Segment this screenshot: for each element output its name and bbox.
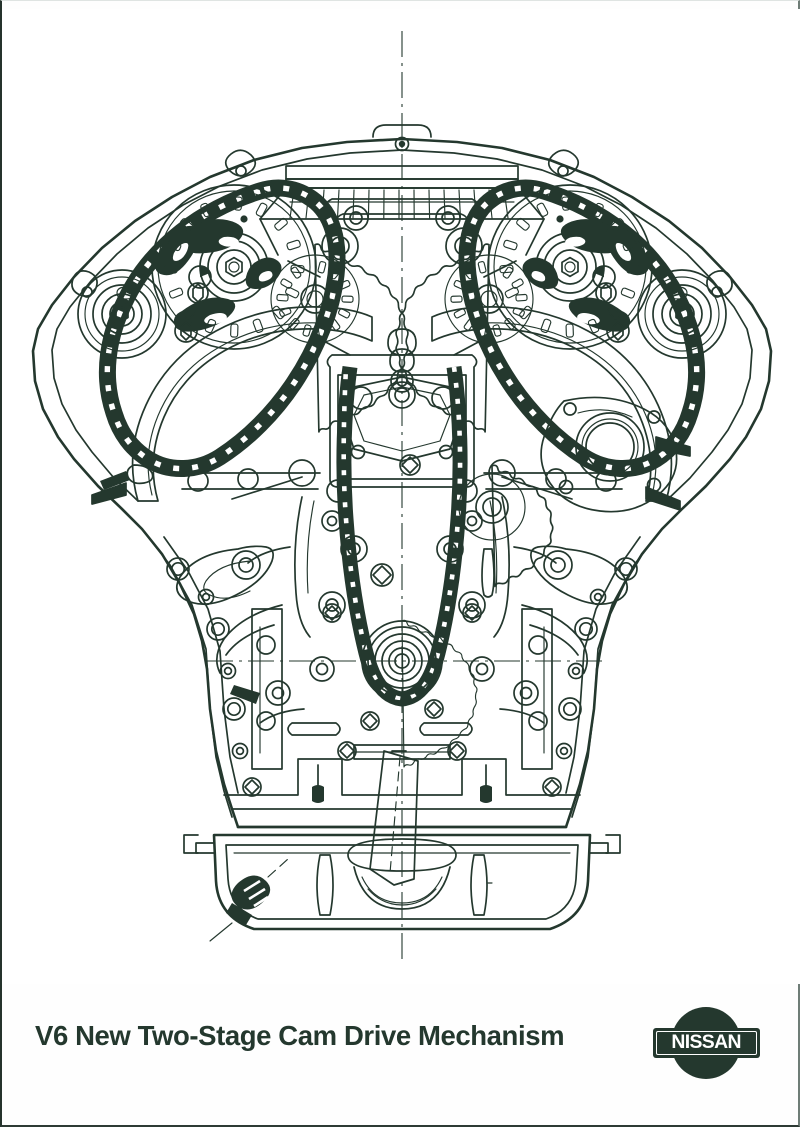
right-secondary-cam-sprocket xyxy=(395,243,534,433)
primary-timing-chain-right xyxy=(458,179,706,478)
oil-drain-plug xyxy=(209,858,289,942)
right-idler-sprocket xyxy=(637,269,727,359)
primary-timing-chain-left xyxy=(98,179,346,478)
water-pump-housing xyxy=(91,396,691,513)
logo-bar-shape: NISSAN xyxy=(653,1028,760,1058)
logo-wordmark: NISSAN xyxy=(671,1032,742,1053)
crankshaft-sprocket xyxy=(361,619,478,768)
misc-hardware xyxy=(100,282,630,797)
cylinder-block-skirt xyxy=(141,528,663,818)
secondary-chain-loop xyxy=(336,365,468,707)
engine-technical-drawing: .ln { fill:none; stroke:#24382e; stroke-… xyxy=(2,9,800,984)
left-bank-camshaft-sprocket xyxy=(151,184,317,350)
left-secondary-cam-sprocket xyxy=(270,243,409,433)
left-idler-sprocket xyxy=(77,269,167,359)
oil-pan xyxy=(183,833,621,931)
oil-pickup-tube xyxy=(347,750,457,910)
cover-mounting-ears xyxy=(71,124,733,298)
v-valley-upper-bracket xyxy=(321,198,483,393)
aux-brackets-right xyxy=(499,546,589,724)
oil-pump-drive-gear xyxy=(458,464,554,598)
logo-bar-border xyxy=(656,1031,757,1055)
aux-brackets-left xyxy=(215,546,305,724)
pan-rail xyxy=(223,699,581,829)
right-bank-camshaft-sprocket xyxy=(487,184,653,350)
nissan-logo: NISSAN xyxy=(653,1007,760,1079)
page-title: V6 New Two-Stage Cam Drive Mechanism xyxy=(35,1020,565,1051)
upper-cross-brace xyxy=(259,218,545,356)
caption-bar: V6 New Two-Stage Cam Drive Mechanism xyxy=(2,1001,800,1071)
